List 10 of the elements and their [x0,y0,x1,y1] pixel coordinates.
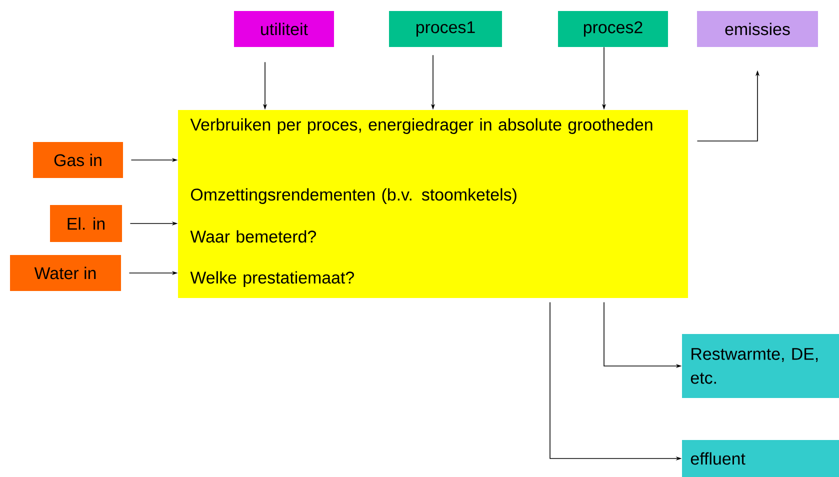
content-box: Verbruiken per proces, energiedrager in absolute grootheden Omzettingsrendementen (b.v. stoomketels) Waar bemeterd? Welke prestatiemaat? [178,110,688,298]
input-box: El. in [50,204,122,242]
input-box: Water in [10,254,121,291]
output-box: Restwarmte, DE, etc. [682,334,839,398]
category-box: utiliteit [234,11,334,47]
process-box: proces1 [389,11,502,47]
output-box: effluent [682,440,839,477]
output-box: emissies [697,11,818,47]
input-box: Gas in [33,142,123,178]
process-box: proces2 [558,11,668,47]
